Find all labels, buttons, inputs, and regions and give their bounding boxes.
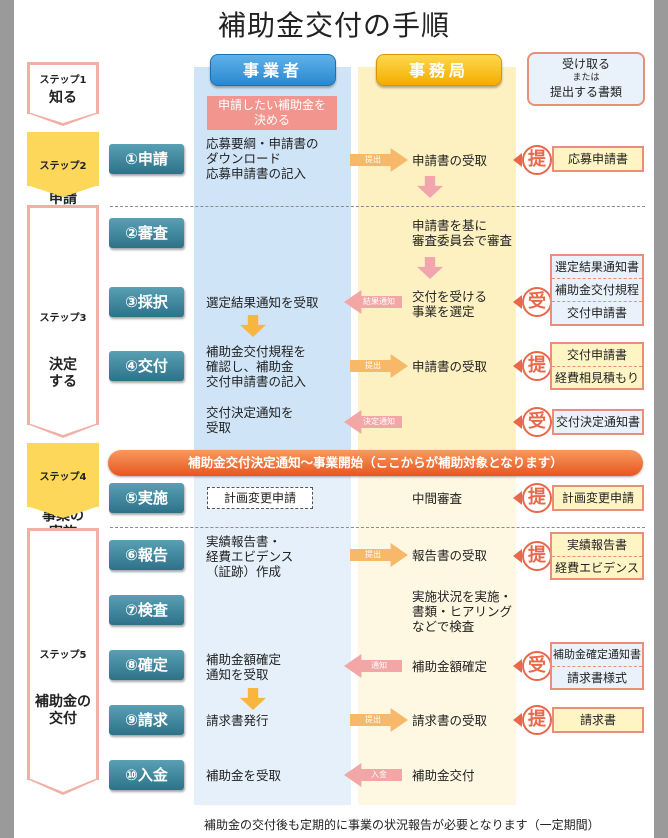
submit-stamp-icon: 提 (522, 705, 552, 735)
docs-confirm: 補助金確定通知書 請求書様式 (550, 642, 644, 690)
docs-report: 実績報告書 経費エビデンス (550, 532, 644, 580)
doc-invoice-template: 請求書様式 (566, 671, 627, 685)
doc-grant-decision: 交付決定通知書 (552, 409, 644, 435)
decide-subsidy-box: 申請したい補助金を 決める (207, 96, 337, 130)
office-confirm-text: 補助金額確定 (412, 659, 488, 674)
divider-2 (110, 527, 645, 528)
stamp-pointer-7 (513, 659, 522, 673)
action-apply[interactable]: ①申請 (109, 144, 184, 174)
office-inspect-text: 実施状況を実施・ 書類・ヒアリング などで検査 (412, 589, 513, 634)
footer-note: 補助金の交付後も定期的に事業の状況報告が必要となります（一定期間） (204, 818, 600, 832)
business-payment-text: 補助金を受取 (206, 768, 282, 783)
step-2: ステップ2 申請 する (27, 132, 99, 224)
submit-stamp-icon: 提 (522, 541, 552, 571)
step-3-point-inner (31, 424, 95, 435)
business-invoice-text: 請求書発行 (206, 713, 269, 728)
step-1-main: 知る (49, 90, 77, 106)
stamp-pointer-6 (513, 549, 522, 563)
office-adopt-text: 交付を受ける 事業を選定 (412, 289, 488, 319)
office-header: 事務局 (376, 54, 502, 86)
office-invoice-text: 請求書の受取 (412, 713, 488, 728)
business-plan-change: 計画変更申請 (207, 487, 313, 509)
documents-header-line3: 提出する書類 (549, 85, 622, 99)
business-decision-text: 交付決定通知を 受取 (206, 405, 294, 435)
office-column-bg (358, 67, 516, 450)
action-invoice[interactable]: ⑨請求 (109, 705, 184, 735)
business-report-text: 実績報告書・ 経費エビデンス （証跡）作成 (206, 534, 294, 579)
office-grant-text: 申請書の受取 (412, 359, 488, 374)
receive-stamp-icon: 受 (522, 651, 552, 681)
step-4-sub: ステップ4 (39, 472, 87, 483)
doc-grant-rules: 補助金交付規程 (552, 279, 642, 302)
business-column-bg (194, 67, 351, 450)
doc-application-form: 応募申請書 (552, 146, 644, 172)
doc-plan-change: 計画変更申請 (552, 485, 644, 511)
action-report[interactable]: ⑥報告 (109, 540, 184, 570)
step-3-main: 決定 する (49, 357, 77, 390)
step-5-point-inner (31, 779, 95, 792)
stamp-pointer-8 (513, 713, 522, 727)
doc-invoice: 請求書 (552, 707, 644, 733)
diagram-page: 補助金交付の手順 事業者 事務局 受け取る または 提出する書類 申請したい補助… (14, 0, 654, 838)
step-1-point-inner (31, 113, 95, 123)
grant-start-banner: 補助金交付決定通知～事業開始（ここからが補助対象となります） (108, 450, 643, 476)
doc-cost-estimates: 経費相見積もり (554, 371, 639, 385)
step-5-sub: ステップ5 (39, 650, 87, 661)
stamp-pointer-4 (513, 415, 522, 429)
action-inspect[interactable]: ⑦検査 (109, 595, 184, 625)
business-confirm-text: 補助金額確定 通知を受取 (206, 652, 282, 682)
step-5-main: 補助金の 交付 (35, 694, 91, 727)
page-title: 補助金交付の手順 (217, 9, 450, 42)
step-1: ステップ1 知る (27, 62, 99, 114)
office-report-text: 報告書の受取 (412, 548, 488, 563)
stamp-pointer-1 (513, 153, 522, 167)
doc-grant-application-2: 交付申請書 (552, 344, 642, 367)
doc-selection-result: 選定結果通知書 (552, 256, 642, 279)
office-payment-text: 補助金交付 (412, 768, 475, 783)
submit-stamp-icon: 提 (522, 351, 552, 381)
stamp-pointer-5 (513, 491, 522, 505)
business-header: 事業者 (210, 54, 336, 86)
submit-stamp-icon: 提 (522, 145, 552, 175)
docs-adopt: 選定結果通知書 補助金交付規程 交付申請書 (550, 254, 644, 326)
documents-header-line2: または (572, 73, 600, 83)
business-apply-text: 応募要綱・申請書の ダウンロード 応募申請書の記入 (206, 136, 319, 181)
receive-stamp-icon: 受 (522, 287, 552, 317)
documents-header: 受け取る または 提出する書類 (527, 52, 645, 106)
office-interim-review: 中間審査 (412, 491, 463, 506)
business-adopt-text: 選定結果通知を受取 (206, 295, 319, 310)
stamp-pointer-2 (513, 295, 522, 309)
action-grant[interactable]: ④交付 (109, 351, 184, 381)
action-adopt[interactable]: ③採択 (109, 287, 184, 317)
office-review-text: 申請書を基に 審査委員会で審査 (412, 218, 513, 248)
business-column-bg-lower (194, 450, 351, 805)
action-review[interactable]: ②審査 (109, 218, 184, 248)
office-column-bg-lower (358, 450, 516, 805)
documents-header-line1: 受け取る (561, 57, 610, 71)
office-apply-text: 申請書の受取 (412, 153, 488, 168)
action-confirm[interactable]: ⑧確定 (109, 650, 184, 680)
step-5: ステップ5 補助金の 交付 (27, 528, 99, 780)
doc-performance-report: 実績報告書 (552, 534, 642, 557)
receive-stamp-icon: 受 (522, 407, 552, 437)
divider-1 (110, 206, 645, 207)
step-3-sub: ステップ3 (39, 313, 87, 324)
business-grant-text: 補助金交付規程を 確認し、補助金 交付申請書の記入 (206, 344, 307, 389)
submit-stamp-icon: 提 (522, 483, 552, 513)
step-4: ステップ4 事業の 実施 (27, 443, 99, 541)
doc-grant-application: 交付申請書 (566, 306, 627, 320)
action-implement[interactable]: ⑤実施 (109, 483, 184, 513)
doc-expense-evidence: 経費エビデンス (555, 561, 639, 575)
action-payment[interactable]: ⑩入金 (109, 760, 184, 790)
step-3: ステップ3 決定 する (27, 205, 99, 425)
step-1-sub: ステップ1 (39, 75, 87, 86)
step-2-sub: ステップ2 (39, 161, 87, 172)
doc-amount-confirmation: 補助金確定通知書 (552, 644, 642, 667)
stamp-pointer-3 (513, 359, 522, 373)
docs-grant: 交付申請書 経費相見積もり (550, 342, 644, 390)
